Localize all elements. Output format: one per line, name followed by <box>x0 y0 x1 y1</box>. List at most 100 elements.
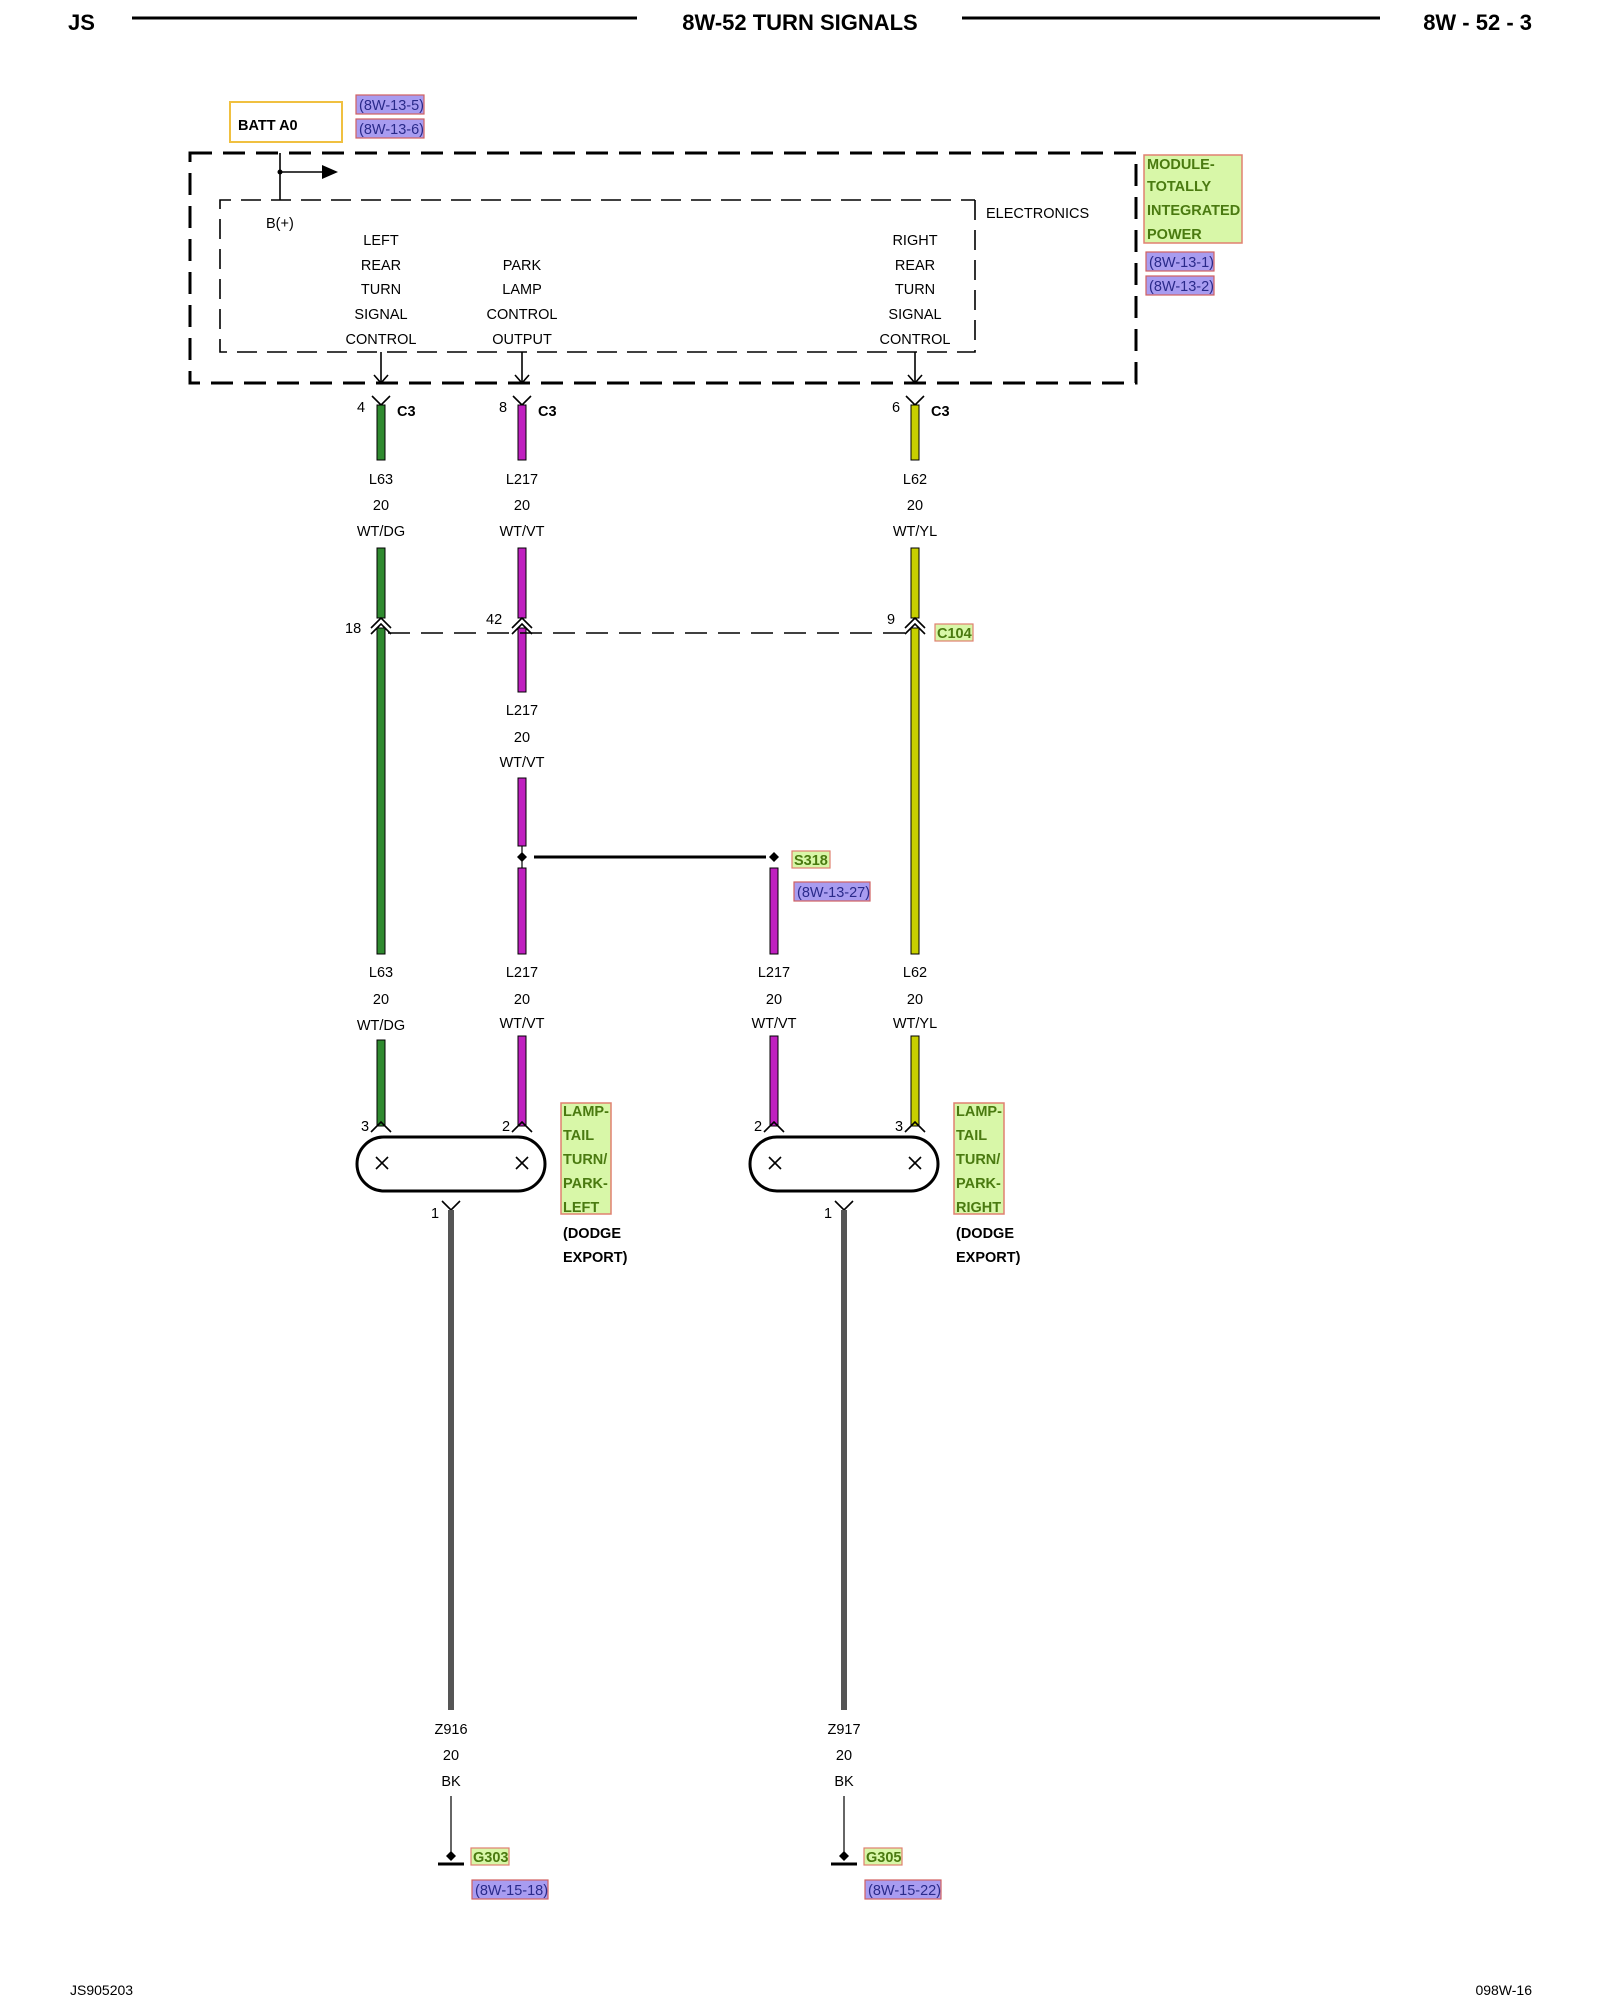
lamp-left-name-line[interactable]: PARK- <box>563 1176 608 1192</box>
lamp-left-name-tag[interactable] <box>560 1102 612 1215</box>
wire-segment[interactable] <box>910 1035 920 1127</box>
lamp-left-name-line[interactable]: LEFT <box>563 1200 599 1216</box>
lamp-right-name-line[interactable]: TURN/ <box>956 1152 1000 1168</box>
ground-g305-ref[interactable]: (8W-15-22) <box>868 1883 941 1899</box>
ref-tag[interactable] <box>355 94 425 115</box>
wire-segment[interactable] <box>517 867 527 955</box>
svg-text:CONTROL: CONTROL <box>487 307 558 323</box>
wire-segment[interactable] <box>376 627 386 955</box>
lamp-right[interactable] <box>748 1135 940 1193</box>
module-name-tag[interactable] <box>1143 154 1243 244</box>
c3-pin-left: 4 <box>357 400 365 416</box>
wire-label-lower-park: L217 20 WT/VT <box>499 965 544 1032</box>
wire-segment[interactable] <box>769 867 779 955</box>
wire-segment[interactable] <box>517 627 527 693</box>
module-ref-1[interactable]: (8W-13-1) <box>1149 255 1214 271</box>
batt-ref-2[interactable]: (8W-13-6) <box>359 122 424 138</box>
wire-segment[interactable] <box>517 777 527 847</box>
wire-segment[interactable] <box>910 404 920 461</box>
splice-ref[interactable]: (8W-13-27) <box>797 885 870 901</box>
svg-text:WT/DG: WT/DG <box>357 1018 405 1034</box>
lamp-right-name-tag[interactable] <box>953 1102 1005 1215</box>
c3-pin-right: 6 <box>892 400 900 416</box>
wire-l62[interactable] <box>910 404 920 1127</box>
wire-segment[interactable] <box>376 404 386 461</box>
lamp-body[interactable] <box>355 1135 547 1193</box>
svg-text:20: 20 <box>514 730 530 746</box>
svg-text:WT/VT: WT/VT <box>751 1016 796 1032</box>
module-name-line[interactable]: POWER <box>1147 227 1202 243</box>
module-name-line[interactable]: TOTALLY <box>1147 179 1212 195</box>
wire-segment[interactable] <box>376 1039 386 1127</box>
svg-text:L62: L62 <box>903 965 927 981</box>
tag-box[interactable] <box>863 1847 903 1866</box>
wire-segment[interactable] <box>910 627 920 955</box>
svg-text:LAMP: LAMP <box>502 282 542 298</box>
splice-name[interactable]: S318 <box>794 853 828 869</box>
svg-text:20: 20 <box>907 992 923 1008</box>
wire-segment[interactable] <box>769 1035 779 1127</box>
wire-segment[interactable] <box>517 1035 527 1127</box>
ref-tag[interactable] <box>1145 251 1215 272</box>
bplus-label: B(+) <box>266 216 294 232</box>
svg-text:L63: L63 <box>369 965 393 981</box>
ground-g303[interactable]: G303 <box>473 1850 508 1866</box>
tag-box[interactable] <box>470 1847 510 1866</box>
lamp-pin-terminals <box>370 1120 926 1133</box>
svg-text:20: 20 <box>766 992 782 1008</box>
ref-tag[interactable] <box>355 118 425 139</box>
lamp-left-name-line[interactable]: LAMP- <box>563 1104 609 1120</box>
ground-wire-z916[interactable] <box>448 1210 454 1710</box>
ground-g305[interactable]: G305 <box>866 1850 901 1866</box>
tag-box[interactable] <box>791 850 831 869</box>
ref-tag[interactable] <box>1145 275 1215 296</box>
svg-text:20: 20 <box>907 498 923 514</box>
wire-l217[interactable] <box>517 404 527 1127</box>
wire-l217-branch[interactable] <box>769 867 779 1127</box>
lamp-right-name-line[interactable]: LAMP- <box>956 1104 1002 1120</box>
lamp-right-name-line[interactable]: RIGHT <box>956 1200 1001 1216</box>
lamp-right-name-line[interactable]: PARK- <box>956 1176 1001 1192</box>
wire-segment[interactable] <box>376 547 386 619</box>
ref-tag[interactable] <box>471 1879 549 1900</box>
c104-name[interactable]: C104 <box>937 626 972 642</box>
bulb-x-icon <box>908 1156 922 1170</box>
module-name-line[interactable]: INTEGRATED <box>1147 203 1240 219</box>
wire-label-upper-right: L62 20 WT/YL <box>893 472 937 540</box>
svg-text:WT/YL: WT/YL <box>893 524 937 540</box>
svg-text:20: 20 <box>514 992 530 1008</box>
wire-label-lower-left: L63 20 WT/DG <box>357 965 405 1034</box>
svg-text:Z917: Z917 <box>827 1722 860 1738</box>
lamp-left-note: (DODGE <box>563 1226 621 1242</box>
ground-symbol-right <box>831 1796 857 1866</box>
module-outer-box <box>188 151 1138 385</box>
svg-text:PARK: PARK <box>503 258 542 274</box>
wire-segment[interactable] <box>517 547 527 619</box>
svg-text:WT/YL: WT/YL <box>893 1016 937 1032</box>
wire-segment[interactable] <box>517 404 527 461</box>
ref-tag[interactable] <box>793 881 871 902</box>
module-name-line[interactable]: MODULE- <box>1147 157 1215 173</box>
c104-terminals <box>370 616 926 635</box>
lamp-left-name-line[interactable]: TAIL <box>563 1128 594 1144</box>
lamp-body[interactable] <box>748 1135 940 1193</box>
tag-box[interactable] <box>934 623 974 642</box>
ref-tag[interactable] <box>864 1879 942 1900</box>
bulb-x-icon <box>768 1156 782 1170</box>
ground-g303-ref[interactable]: (8W-15-18) <box>475 1883 548 1899</box>
wire-segment[interactable] <box>910 547 920 619</box>
lamp-left[interactable] <box>355 1135 547 1193</box>
header-left: JS <box>68 10 95 35</box>
lamp-ground-pins <box>441 1200 854 1212</box>
ground-wire-z917[interactable] <box>841 1210 847 1710</box>
lamp-right-name-line[interactable]: TAIL <box>956 1128 987 1144</box>
svg-text:L217: L217 <box>506 703 538 719</box>
svg-text:TURN: TURN <box>895 282 935 298</box>
batt-ref-1[interactable]: (8W-13-5) <box>359 98 424 114</box>
module-ref-2[interactable]: (8W-13-2) <box>1149 279 1214 295</box>
c104-pin-left: 18 <box>345 621 361 637</box>
lamp-left-name-line[interactable]: TURN/ <box>563 1152 607 1168</box>
wire-label-ground-right: Z917 20 BK <box>827 1722 860 1790</box>
